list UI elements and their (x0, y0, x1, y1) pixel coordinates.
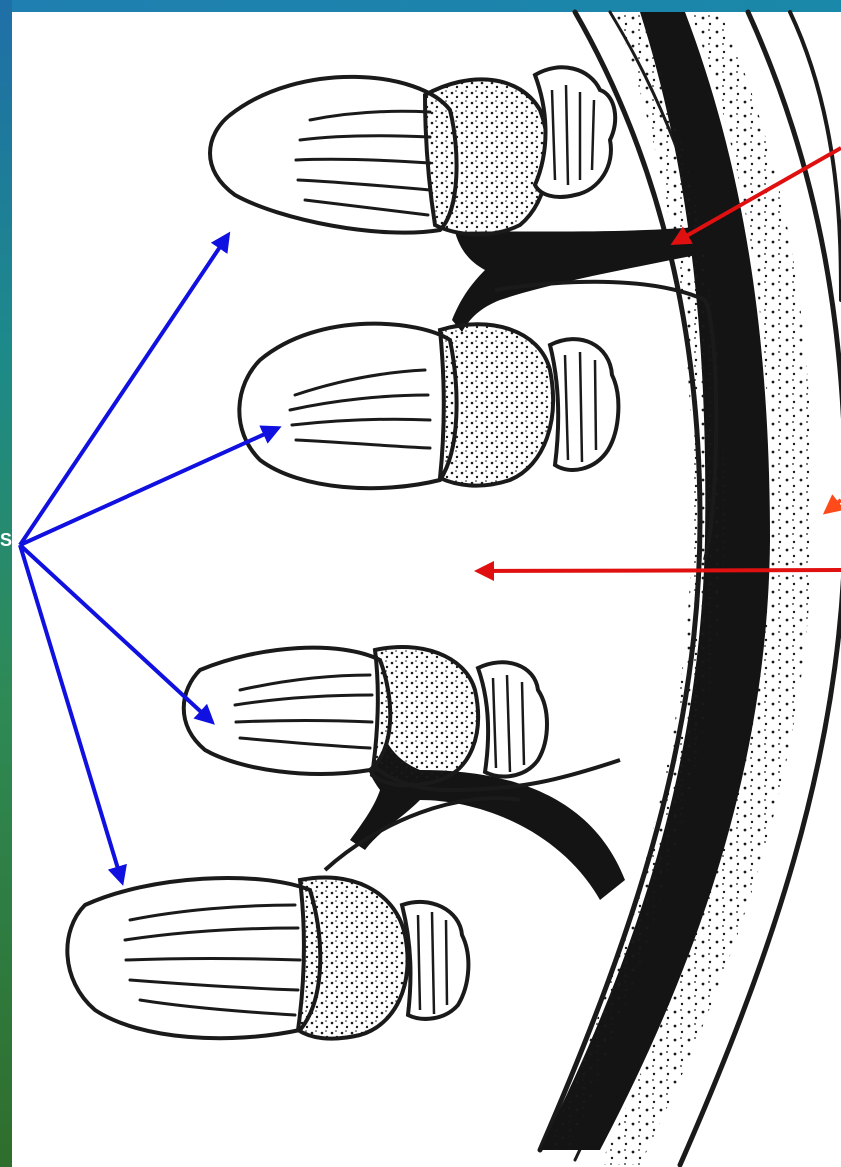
blue-arrow-4 (20, 545, 122, 882)
red-arrow-cavity (478, 570, 841, 571)
fruiting-body-1 (210, 67, 615, 234)
blue-pointer-arrows (20, 235, 278, 882)
orange-pointer-arrow (826, 500, 841, 512)
fruiting-body-2 (239, 324, 618, 489)
fruiting-body-3 (184, 647, 547, 785)
fruiting-body-4 (67, 877, 468, 1038)
